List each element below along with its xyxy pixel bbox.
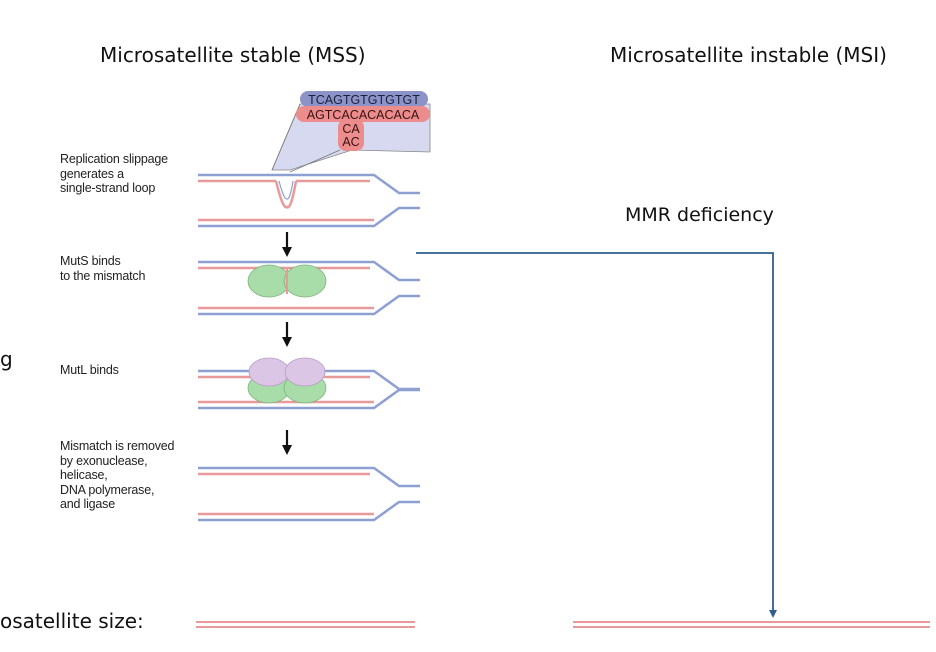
single-strand-loop: [274, 180, 298, 209]
sequence-callout: TCAGTGTGTGTGT AGTCACACACACA CA AC: [271, 91, 431, 173]
top-strand-sequence: TCAGTGTGTGTGT: [308, 93, 420, 107]
bottom-strand-sequence: AGTCACACACACA: [307, 108, 420, 122]
mmr-deficiency-connector: [416, 252, 777, 618]
microsatellite-size-label: osatellite size:: [0, 609, 144, 633]
dna-duplex-step1: [198, 173, 420, 228]
step-arrow-1: [282, 232, 292, 257]
loop-pill: [338, 119, 364, 151]
connector-arrowhead: [769, 610, 777, 618]
step-arrow-2: [282, 322, 292, 347]
loop-sequence-2: AC: [342, 135, 359, 149]
step-label-muts-binds: MutS binds to the mismatch: [60, 254, 146, 283]
msi-size-bar: [573, 621, 930, 628]
msi-heading: Microsatellite instable (MSI): [610, 43, 887, 67]
dna-duplex-step2: [198, 260, 420, 316]
muts-protein-right: [283, 264, 327, 298]
mutl-protein-right: [284, 357, 326, 387]
step-label-mismatch-removed: Mismatch is removed by exonuclease, heli…: [60, 439, 175, 511]
step-label-mutl-binds: MutL binds: [60, 363, 119, 377]
dna-duplex-step4: [198, 466, 420, 522]
mutl-protein-left: [248, 357, 290, 387]
bottom-strand-pill: [296, 106, 430, 122]
top-strand-pill: [300, 91, 428, 107]
dna-duplex-step3: [198, 357, 420, 410]
mmr-deficiency-label: MMR deficiency: [625, 204, 774, 226]
mss-heading: Microsatellite stable (MSS): [100, 43, 366, 67]
mss-size-bar: [196, 621, 415, 628]
loop-sequence-1: CA: [342, 122, 360, 136]
step-arrow-3: [282, 430, 292, 455]
step-label-replication-slippage: Replication slippage generates a single-…: [60, 152, 168, 195]
clipped-text-fragment: g: [0, 347, 13, 371]
